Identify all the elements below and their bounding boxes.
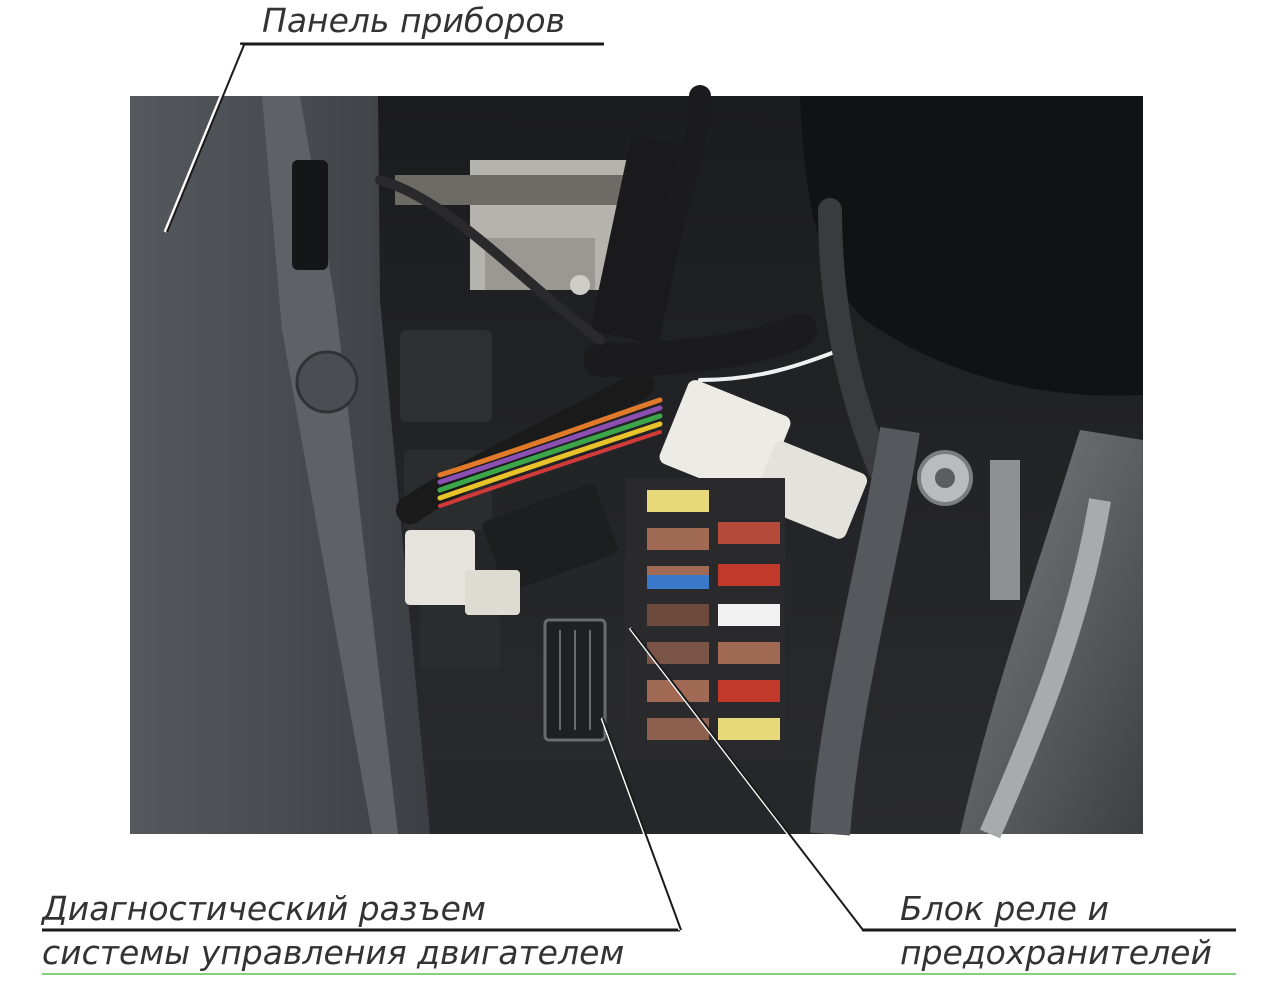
fuse bbox=[647, 528, 709, 550]
lower-shelf bbox=[430, 760, 810, 834]
fuse bbox=[647, 490, 709, 512]
label-fuse-box-line1: Блок реле и bbox=[900, 889, 1109, 928]
relay-black bbox=[482, 483, 618, 592]
fuse bbox=[647, 604, 709, 626]
label-fuse-box-line2: предохранителей bbox=[900, 933, 1212, 972]
panel-edge bbox=[262, 96, 398, 834]
steering-column-housing bbox=[800, 96, 1143, 396]
white-connector bbox=[659, 380, 791, 500]
fuse bbox=[647, 680, 709, 702]
fuse bbox=[647, 718, 709, 740]
fuse bbox=[718, 642, 780, 664]
label-instrument-panel: Панель приборов bbox=[262, 1, 566, 40]
wiring-harness bbox=[375, 85, 892, 524]
label-diagnostic-connector-line1: Диагностический разъем bbox=[42, 889, 486, 928]
label-diagnostic-connector-line2: системы управления двигателем bbox=[42, 933, 625, 972]
fuse bbox=[718, 718, 780, 740]
fuse bbox=[718, 522, 780, 544]
panel-clip bbox=[295, 350, 359, 414]
relay bbox=[400, 330, 492, 422]
relay bbox=[420, 600, 500, 670]
white-connector bbox=[405, 530, 475, 605]
fuse bbox=[718, 564, 780, 586]
fuse bbox=[718, 604, 780, 626]
black-connector bbox=[591, 136, 699, 344]
fuse bbox=[647, 642, 709, 664]
fuse bbox=[647, 575, 709, 589]
white-connector bbox=[465, 570, 520, 615]
panel-slot bbox=[292, 160, 328, 270]
fuse bbox=[718, 680, 780, 702]
